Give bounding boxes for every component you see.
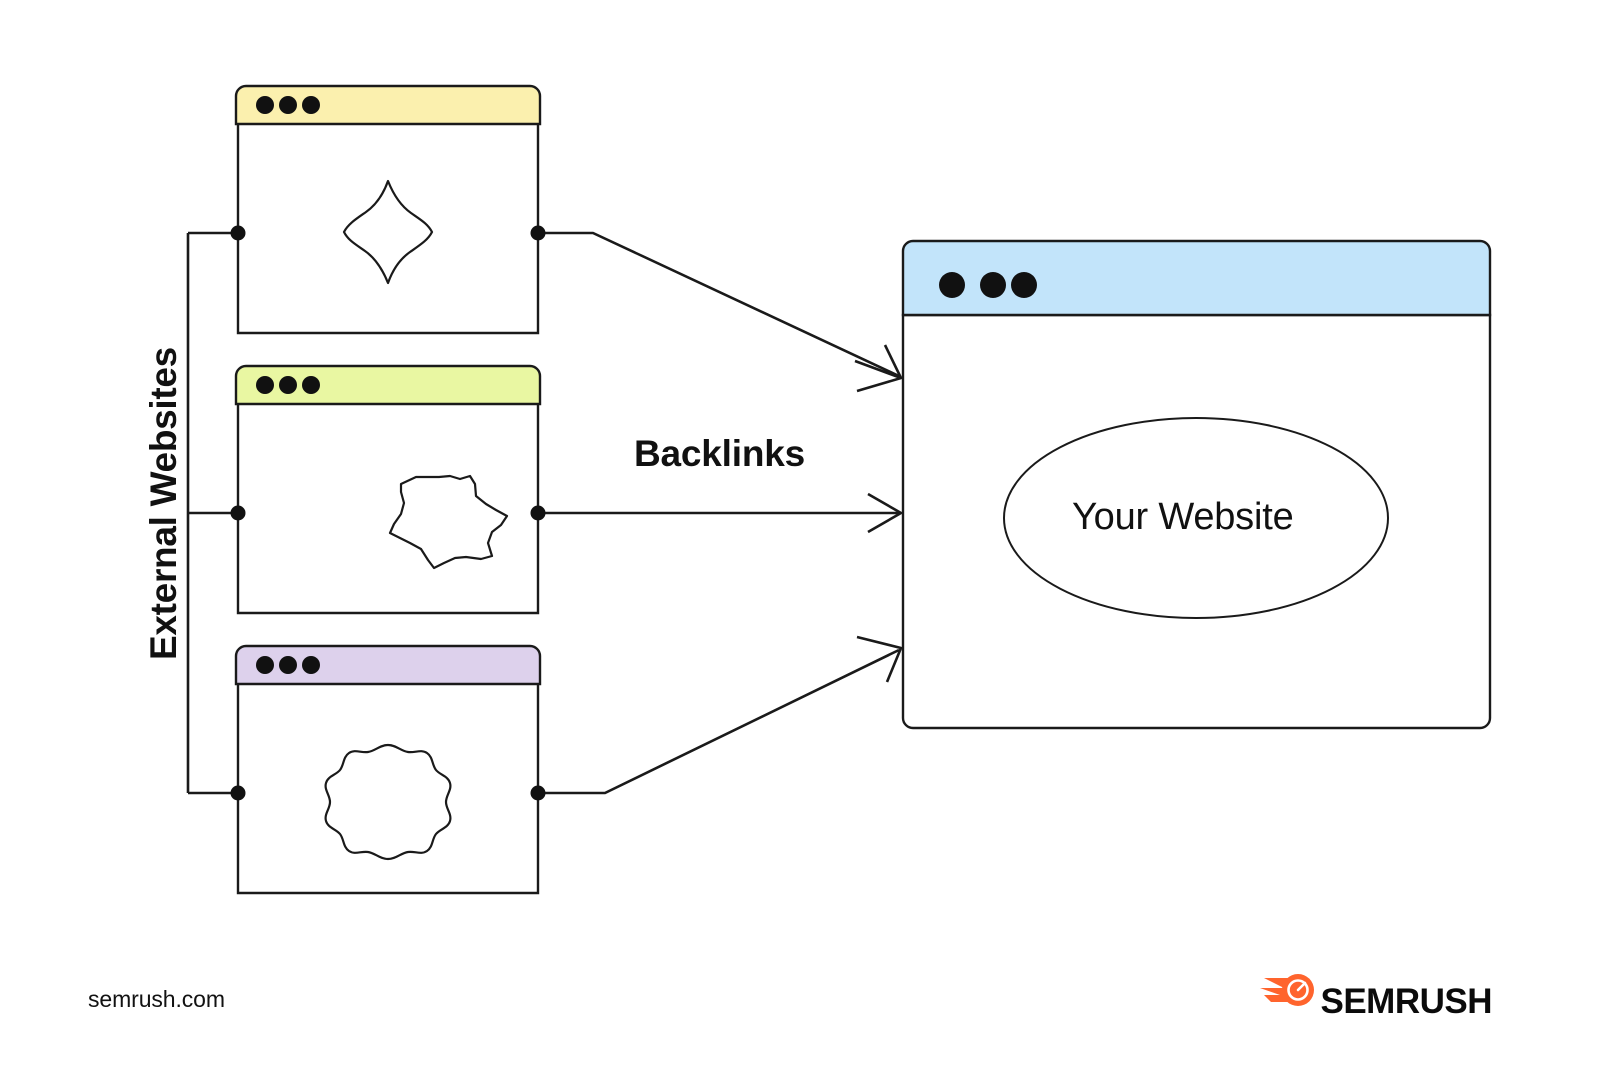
connector-dot-right-1 xyxy=(530,225,546,241)
backlink-arrow-3-head xyxy=(856,635,903,683)
external-window-1[interactable] xyxy=(234,84,542,335)
connector-dot-left-1 xyxy=(230,225,246,241)
backlink-arrow-1-head-b xyxy=(883,344,903,379)
backlink-arrow-1-line xyxy=(538,231,900,378)
your-website-window-header xyxy=(901,239,1492,317)
backlink-connectors xyxy=(230,225,903,801)
external-window-2-header xyxy=(234,364,542,406)
backlinks-label: Backlinks xyxy=(634,433,805,474)
window-dot-green xyxy=(302,376,320,394)
semrush-icon-spacer xyxy=(1250,982,1306,1022)
window-dot-red xyxy=(939,272,965,298)
scalloped-flower-shape xyxy=(324,743,452,861)
external-window-3[interactable] xyxy=(234,644,542,895)
blob-star-shape xyxy=(388,474,509,570)
connector-dot-left-3 xyxy=(230,785,246,801)
semrush-wordmark: SEMRUSH xyxy=(1320,982,1492,1021)
window-dot-green xyxy=(302,96,320,114)
diamond-star-shape xyxy=(342,179,434,285)
footer-url: semrush.com xyxy=(88,986,225,1012)
your-website-window[interactable] xyxy=(901,239,1492,730)
external-window-1-header xyxy=(234,84,542,126)
window-dot-red xyxy=(256,96,274,114)
backlink-arrow-3-line xyxy=(538,648,900,795)
window-dot-yellow xyxy=(279,376,297,394)
window-dot-yellow xyxy=(980,272,1006,298)
external-window-2[interactable] xyxy=(234,364,542,615)
connector-dot-left-2 xyxy=(230,505,246,521)
semrush-logo: SEMRUSH xyxy=(1250,982,1492,1022)
external-websites-label: External Websites xyxy=(143,347,184,660)
window-dot-green xyxy=(302,656,320,674)
connector-dot-right-2 xyxy=(530,505,546,521)
window-dot-red xyxy=(256,376,274,394)
connector-dot-right-3 xyxy=(530,785,546,801)
backlink-arrow-2-head xyxy=(867,492,903,534)
window-dot-green xyxy=(1011,272,1037,298)
window-dot-red xyxy=(256,656,274,674)
your-website-ellipse xyxy=(1003,417,1389,619)
external-window-3-header xyxy=(234,644,542,686)
window-dot-yellow xyxy=(279,656,297,674)
your-website-label: Your Website xyxy=(1072,496,1294,538)
semrush-comet-icon xyxy=(1260,974,1314,1006)
window-dot-yellow xyxy=(279,96,297,114)
external-websites-bracket xyxy=(186,231,238,795)
